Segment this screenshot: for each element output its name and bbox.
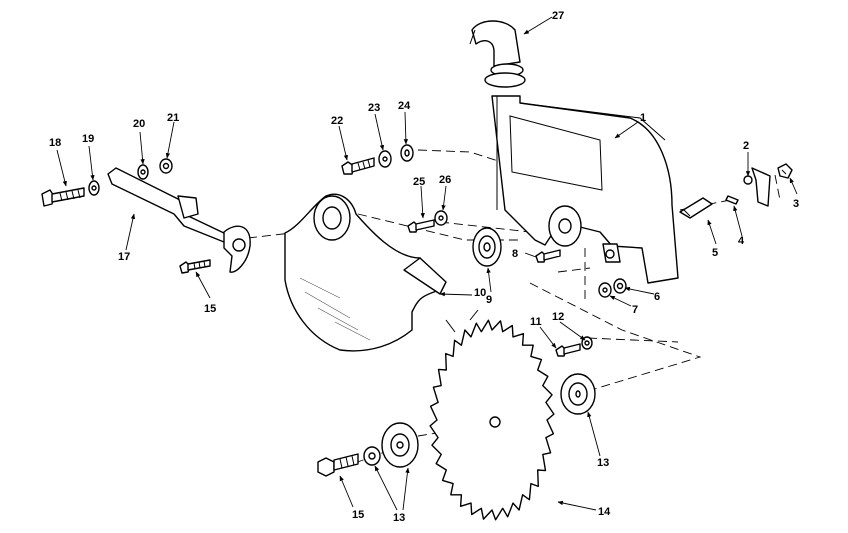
callout-10: 10 xyxy=(474,287,486,299)
callout-27: 27 xyxy=(552,10,564,22)
callout-leaders xyxy=(56,16,798,511)
callout-13-inner: 13 xyxy=(597,457,609,469)
screw-16 xyxy=(179,259,211,274)
callout-14: 14 xyxy=(598,506,611,518)
washer-19 xyxy=(88,180,100,196)
callout-21: 21 xyxy=(167,112,179,124)
callout-1: 1 xyxy=(640,112,646,124)
callout-4: 4 xyxy=(738,235,745,247)
callout-12: 12 xyxy=(552,311,564,323)
blade-collar-inner xyxy=(560,373,596,415)
washer-24 xyxy=(400,144,414,162)
nut-6 xyxy=(613,278,627,294)
callout-7: 7 xyxy=(632,304,638,316)
callout-2: 2 xyxy=(743,140,749,152)
callout-15-screw: 15 xyxy=(204,303,216,315)
callout-labels: 1 2 3 4 5 6 7 8 9 10 11 12 13 13 14 15 1… xyxy=(49,10,799,524)
dust-elbow xyxy=(469,20,526,88)
callout-24: 24 xyxy=(398,100,411,112)
callout-15-bolt: 15 xyxy=(352,509,364,521)
washer-26 xyxy=(434,210,448,226)
screw-25 xyxy=(407,219,435,233)
callout-17: 17 xyxy=(118,251,130,263)
bolt-18 xyxy=(41,187,85,207)
callout-23: 23 xyxy=(368,102,380,114)
callout-9: 9 xyxy=(486,294,492,306)
callout-11: 11 xyxy=(530,316,542,328)
blade-collar-outer xyxy=(363,422,419,468)
washer-23 xyxy=(378,150,392,168)
washer-7 xyxy=(598,282,612,298)
upper-blade-guard xyxy=(491,95,679,284)
callout-26: 26 xyxy=(439,174,451,186)
callout-20: 20 xyxy=(133,118,145,130)
callout-13-outer: 13 xyxy=(393,512,405,524)
callout-19: 19 xyxy=(82,133,94,145)
callout-18: 18 xyxy=(49,137,61,149)
link-arm xyxy=(107,167,251,273)
washer-20 xyxy=(137,164,149,180)
bolt-22 xyxy=(341,157,375,175)
callout-22: 22 xyxy=(331,115,343,127)
screw-8 xyxy=(535,249,561,263)
screw-3 xyxy=(777,163,793,179)
callout-5: 5 xyxy=(712,247,718,259)
callout-6: 6 xyxy=(654,291,660,303)
saw-blade xyxy=(429,309,555,521)
lower-blade-guard xyxy=(284,193,447,352)
callout-25: 25 xyxy=(413,176,425,188)
bearing-flange xyxy=(472,227,502,267)
screw-11 xyxy=(555,343,581,357)
callout-8: 8 xyxy=(512,248,518,260)
callout-3: 3 xyxy=(793,198,799,210)
bolt-15 xyxy=(317,453,359,477)
nut-21 xyxy=(159,158,173,174)
spreader-bracket xyxy=(679,197,713,219)
